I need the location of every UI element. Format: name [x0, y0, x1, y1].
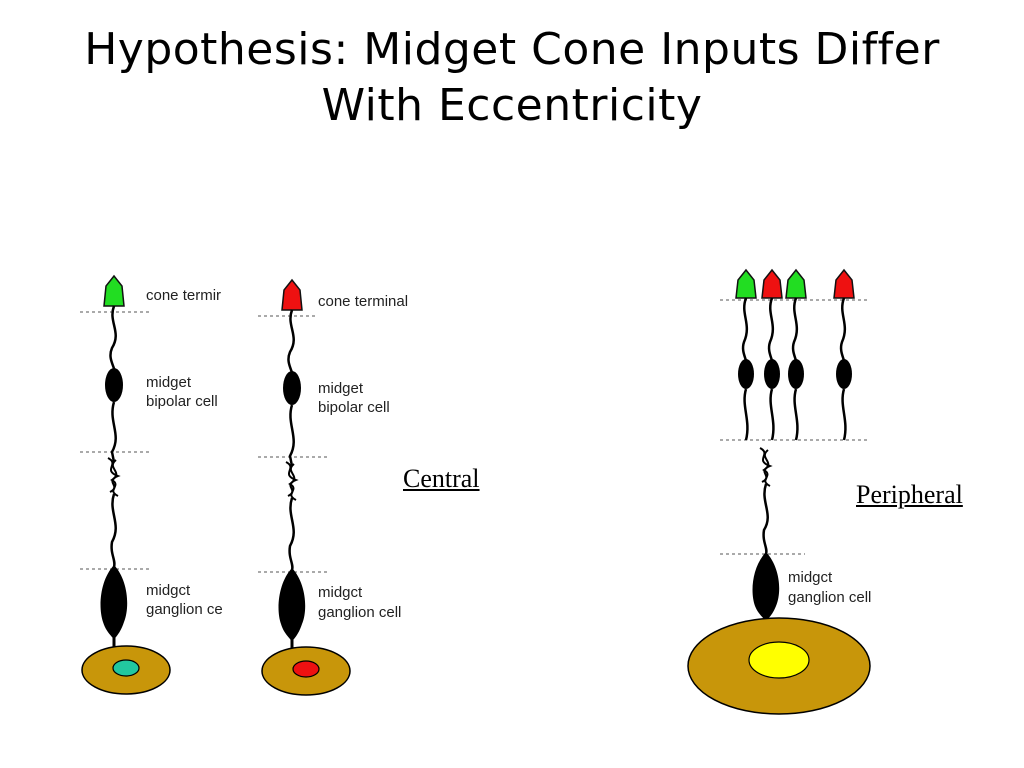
bipolar-label-2: bipolar cell — [318, 399, 390, 416]
peripheral-axon-mid — [793, 388, 799, 441]
peripheral-cone-group — [735, 268, 855, 441]
rf-center — [112, 659, 140, 677]
title-line-2: With Eccentricity — [321, 80, 703, 131]
rf-center — [292, 660, 320, 678]
peripheral-cone-terminal — [785, 268, 807, 299]
bipolar-label-2: bipolar cell — [146, 393, 218, 410]
bipolar-cell-body — [283, 371, 301, 405]
peripheral-axon-mid — [841, 388, 847, 441]
bipolar-cell-body — [105, 368, 123, 402]
central-column-1: cone termir midget bipolar cell midgct g… — [80, 274, 223, 695]
peripheral-axon-mid — [743, 388, 749, 441]
ganglion-label-2: ganglion cell — [318, 604, 401, 621]
ganglion-label-2: ganglion cell — [788, 589, 871, 606]
peripheral-cone-terminal — [735, 268, 757, 299]
peripheral-cone-terminal — [761, 268, 783, 299]
central-label: Central — [403, 464, 480, 493]
ganglion-label-2: ganglion ce — [146, 601, 223, 618]
ganglion-cell-body — [100, 565, 128, 640]
axon-lower — [110, 493, 117, 568]
axon-mid — [110, 401, 117, 463]
cone-terminal — [103, 274, 125, 307]
axon-mid — [288, 404, 295, 467]
peripheral-bipolar-cell-body — [764, 359, 780, 389]
synapse-tangle — [759, 447, 773, 487]
peripheral-label: Peripheral — [856, 480, 963, 509]
peripheral-bipolar-cell-body — [738, 359, 754, 389]
bipolar-label-1: midget — [146, 374, 192, 391]
ganglion-cell-body — [278, 568, 306, 642]
peripheral-bipolar-cell-body — [836, 359, 852, 389]
ganglion-label-1: midgct — [146, 582, 191, 599]
synapse-tangle — [285, 461, 299, 501]
peripheral-axon-mid — [769, 388, 775, 441]
peripheral-cone-terminal — [833, 268, 855, 299]
layer-dashes — [258, 315, 328, 573]
rf-center — [748, 641, 810, 679]
bipolar-label-1: midget — [318, 380, 364, 397]
axon-lower — [288, 497, 295, 571]
ganglion-cell-body — [752, 552, 780, 622]
slide-title: Hypothesis: Midget Cone Inputs Differ Wi… — [0, 22, 1024, 134]
cone-terminal — [281, 278, 303, 311]
ganglion-label-1: midgct — [318, 584, 363, 601]
title-line-1: Hypothesis: Midget Cone Inputs Differ — [84, 24, 940, 75]
cone-label: cone terminal — [318, 293, 408, 310]
central-column-2: cone terminal midget bipolar cell midgct… — [258, 278, 408, 696]
peripheral-circuit: midgct ganglion cell — [687, 268, 871, 715]
ganglion-label-1: midgct — [788, 569, 833, 586]
synapse-tangle — [107, 457, 121, 497]
peripheral-bipolar-cell-body — [788, 359, 804, 389]
axon-lower — [762, 483, 769, 555]
cone-label: cone termir — [146, 287, 221, 304]
